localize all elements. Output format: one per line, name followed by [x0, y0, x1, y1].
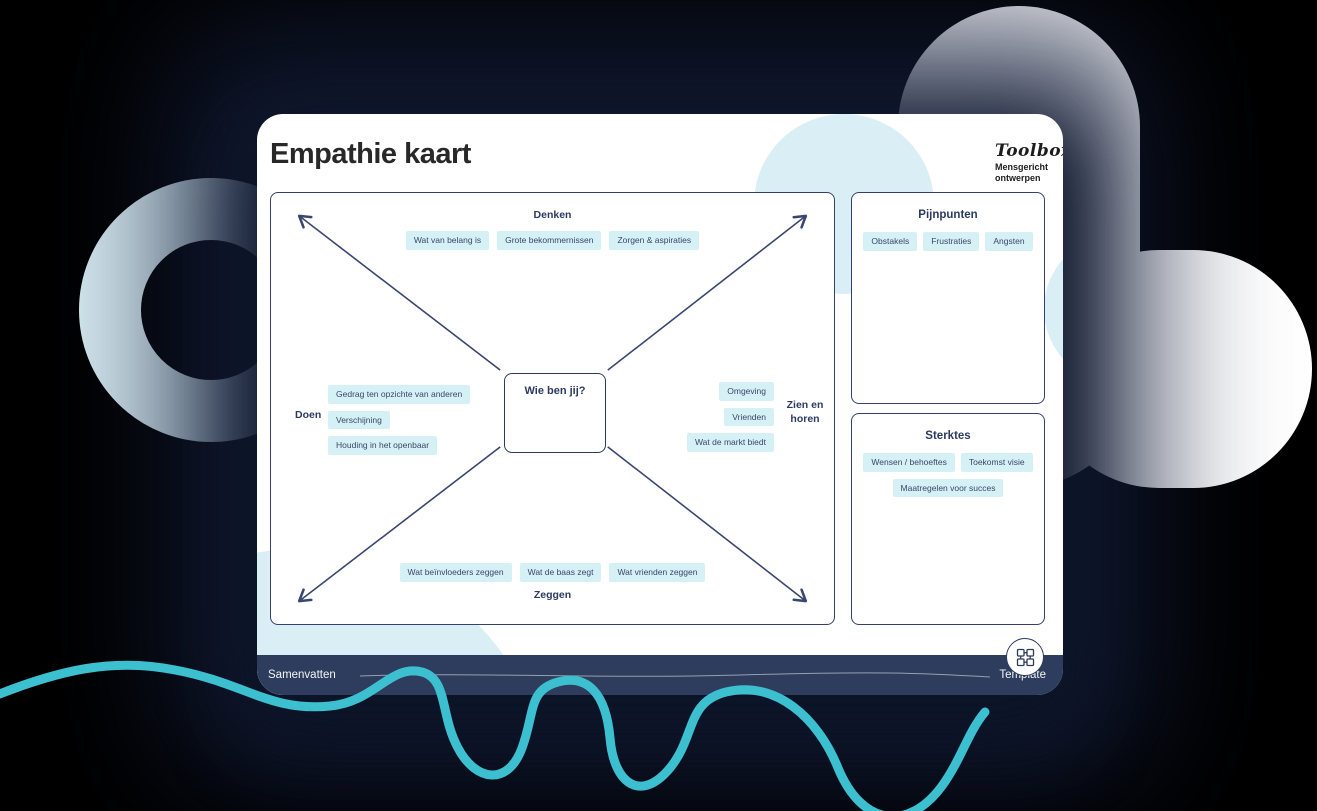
doen-chips: Gedrag ten opzichte van anderen Verschij… [328, 385, 471, 455]
chip: Grote bekommernissen [497, 231, 602, 250]
section-label-zeggen: Zeggen [533, 589, 572, 601]
template-grid-icon [1016, 648, 1034, 666]
chip: Wat van belang is [405, 231, 490, 250]
chip: Vrienden [724, 407, 774, 426]
chip: Wat de markt biedt [686, 433, 774, 452]
sterktes-chips: Wensen / behoeftes Toekomst visie Maatre… [852, 453, 1044, 497]
brand-name: Toolbox [995, 141, 1063, 161]
empathy-map-canvas: Denken Wat van belang is Grote bekommern… [270, 192, 835, 625]
section-label-zien-en-horen: Zien en horen [786, 399, 824, 425]
section-label-denken: Denken [533, 209, 572, 221]
footer-bar: Samenvatten Template [257, 655, 1063, 695]
footer-divider-line [360, 672, 990, 678]
panel-title: Pijnpunten [918, 209, 978, 221]
chip: Verschijning [328, 410, 390, 429]
decor-pale-circle [1044, 234, 1063, 384]
decor-white-blob-arm [1040, 250, 1312, 488]
zien-en-horen-chips: Omgeving Vrienden Wat de markt biedt [686, 382, 774, 452]
chip: Omgeving [719, 382, 774, 401]
chip: Maatregelen voor succes [892, 478, 1004, 497]
panel-sterktes: Sterktes Wensen / behoeftes Toekomst vis… [851, 413, 1045, 625]
chip: Wat beïnvloeders zeggen [399, 563, 512, 582]
diagonal-arrows [297, 214, 808, 603]
chip: Obstakels [863, 232, 918, 251]
panel-pijnpunten: Pijnpunten Obstakels Frustraties Angsten [851, 192, 1045, 404]
chip: Angsten [985, 232, 1033, 251]
denken-chips: Wat van belang is Grote bekommernissen Z… [271, 231, 834, 250]
chip: Frustraties [923, 232, 980, 251]
template-card: Empathie kaart Toolbox Mensgericht ontwe… [257, 114, 1063, 695]
pijnpunten-chips: Obstakels Frustraties Angsten [852, 232, 1044, 251]
panel-title: Sterktes [925, 430, 971, 442]
center-question-box: Wie ben jij? [504, 373, 606, 453]
page-title: Empathie kaart [270, 138, 471, 170]
brand-logo: Toolbox Mensgericht ontwerpen [995, 141, 1063, 184]
chip: Zorgen & aspiraties [609, 231, 700, 250]
chip: Wat de baas zegt [519, 563, 602, 582]
chip: Toekomst visie [960, 453, 1033, 472]
center-question-label: Wie ben jij? [524, 385, 586, 397]
chip: Wensen / behoeftes [863, 453, 955, 472]
section-label-doen: Doen [295, 409, 322, 421]
chip: Houding in het openbaar [328, 436, 438, 455]
footer-left-label[interactable]: Samenvatten [268, 669, 336, 681]
chip: Gedrag ten opzichte van anderen [328, 385, 471, 404]
zeggen-chips: Wat beïnvloeders zeggen Wat de baas zegt… [271, 563, 834, 582]
brand-tagline: Mensgericht ontwerpen [995, 162, 1049, 183]
chip: Wat vrienden zeggen [609, 563, 706, 582]
template-badge[interactable] [1006, 638, 1044, 676]
